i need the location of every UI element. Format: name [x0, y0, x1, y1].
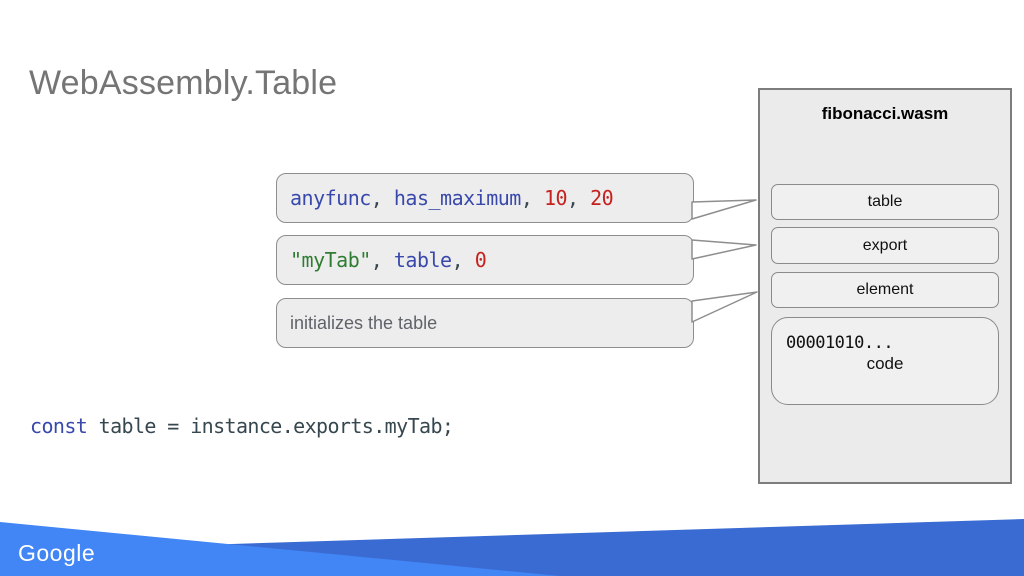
callout-table-export-entry-text: "myTab", table, 0	[290, 248, 487, 272]
callout-table-descriptor-text: anyfunc, has_maximum, 10, 20	[290, 186, 614, 210]
callout-tail-to-table	[691, 199, 757, 220]
module-code-box: 00001010... code	[771, 317, 999, 405]
footer-light-wedge	[0, 522, 560, 576]
callout-tail-to-export	[691, 239, 757, 260]
google-logo: Google	[18, 540, 96, 566]
callout-element-note-text: initializes the table	[290, 312, 438, 333]
callout-element-note: initializes the table	[276, 298, 694, 348]
callout-table-export-entry: "myTab", table, 0	[276, 235, 694, 285]
slide-title: WebAssembly.Table	[29, 64, 338, 102]
module-section-element: element	[771, 272, 999, 308]
callout-table-descriptor: anyfunc, has_maximum, 10, 20	[276, 173, 694, 223]
module-code-label: code	[866, 354, 904, 373]
module-code-bytes: 00001010...	[786, 333, 894, 353]
wasm-module-panel: fibonacci.wasm table export element 0000…	[758, 88, 1012, 484]
js-code-line: const table = instance.exports.myTab;	[30, 414, 454, 438]
wasm-module-filename: fibonacci.wasm	[821, 104, 949, 123]
footer-band	[0, 519, 1024, 576]
module-section-export: export	[771, 227, 999, 264]
module-section-table: table	[771, 184, 999, 220]
callout-tail-to-element	[691, 291, 758, 323]
